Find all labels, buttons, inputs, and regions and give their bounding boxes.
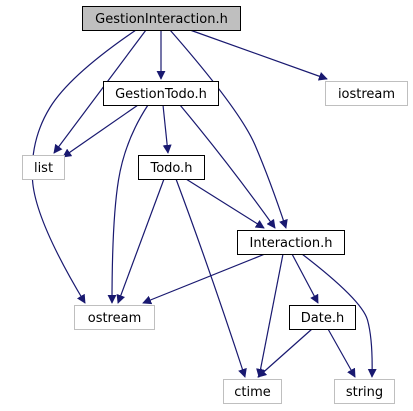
node-label-list: list <box>34 161 53 176</box>
edge-interaction-to-string <box>301 253 377 378</box>
node-label-gestion-interaction: GestionInteraction.h <box>95 12 228 27</box>
node-todo[interactable]: Todo.h <box>138 155 205 180</box>
node-label-todo: Todo.h <box>149 161 192 176</box>
edge-interaction-to-date <box>291 253 319 304</box>
edge-gestion-interaction-to-interaction <box>169 29 288 229</box>
node-list: list <box>22 155 65 180</box>
node-gestion-todo[interactable]: GestionTodo.h <box>103 81 219 106</box>
node-box-iostream <box>325 81 408 106</box>
node-box-todo <box>138 155 205 180</box>
node-date[interactable]: Date.h <box>289 305 356 330</box>
node-label-ctime: ctime <box>234 385 271 400</box>
node-iostream: iostream <box>325 81 408 106</box>
node-label-string: string <box>346 385 383 400</box>
node-box-string <box>334 379 395 404</box>
edge-gestion-interaction-to-ostream <box>31 29 137 304</box>
edge-todo-to-ostream <box>116 178 165 304</box>
edge-gestion-interaction-to-iostream <box>189 29 328 81</box>
edge-gestion-todo-to-ostream <box>107 104 149 304</box>
edge-todo-to-ctime <box>175 178 247 378</box>
node-box-list <box>22 155 65 180</box>
node-interaction[interactable]: Interaction.h <box>237 230 345 255</box>
node-string: string <box>334 379 395 404</box>
node-label-interaction: Interaction.h <box>250 236 333 251</box>
node-ostream: ostream <box>74 305 155 330</box>
edge-interaction-to-ostream <box>142 253 266 305</box>
edges-layer <box>31 29 377 378</box>
edge-date-to-string <box>327 328 356 378</box>
node-label-iostream: iostream <box>338 87 395 102</box>
node-box-gestion-interaction <box>82 6 241 31</box>
edge-gestion-todo-to-todo <box>162 104 172 154</box>
node-label-ostream: ostream <box>88 311 142 326</box>
edge-gestion-todo-to-interaction <box>179 104 276 229</box>
node-box-date <box>289 305 356 330</box>
edge-date-to-ctime <box>257 328 313 378</box>
edge-gestion-interaction-to-list <box>53 29 147 154</box>
node-label-date: Date.h <box>301 311 344 326</box>
node-label-gestion-todo: GestionTodo.h <box>115 87 207 102</box>
node-box-ostream <box>74 305 155 330</box>
node-box-interaction <box>237 230 345 255</box>
node-ctime: ctime <box>223 379 282 404</box>
node-box-gestion-todo <box>103 81 219 106</box>
node-box-ctime <box>223 379 282 404</box>
edge-gestion-todo-to-list <box>62 104 139 158</box>
edge-interaction-to-ctime <box>256 253 284 378</box>
edge-todo-to-interaction <box>185 178 265 229</box>
node-gestion-interaction: GestionInteraction.h <box>82 6 241 31</box>
